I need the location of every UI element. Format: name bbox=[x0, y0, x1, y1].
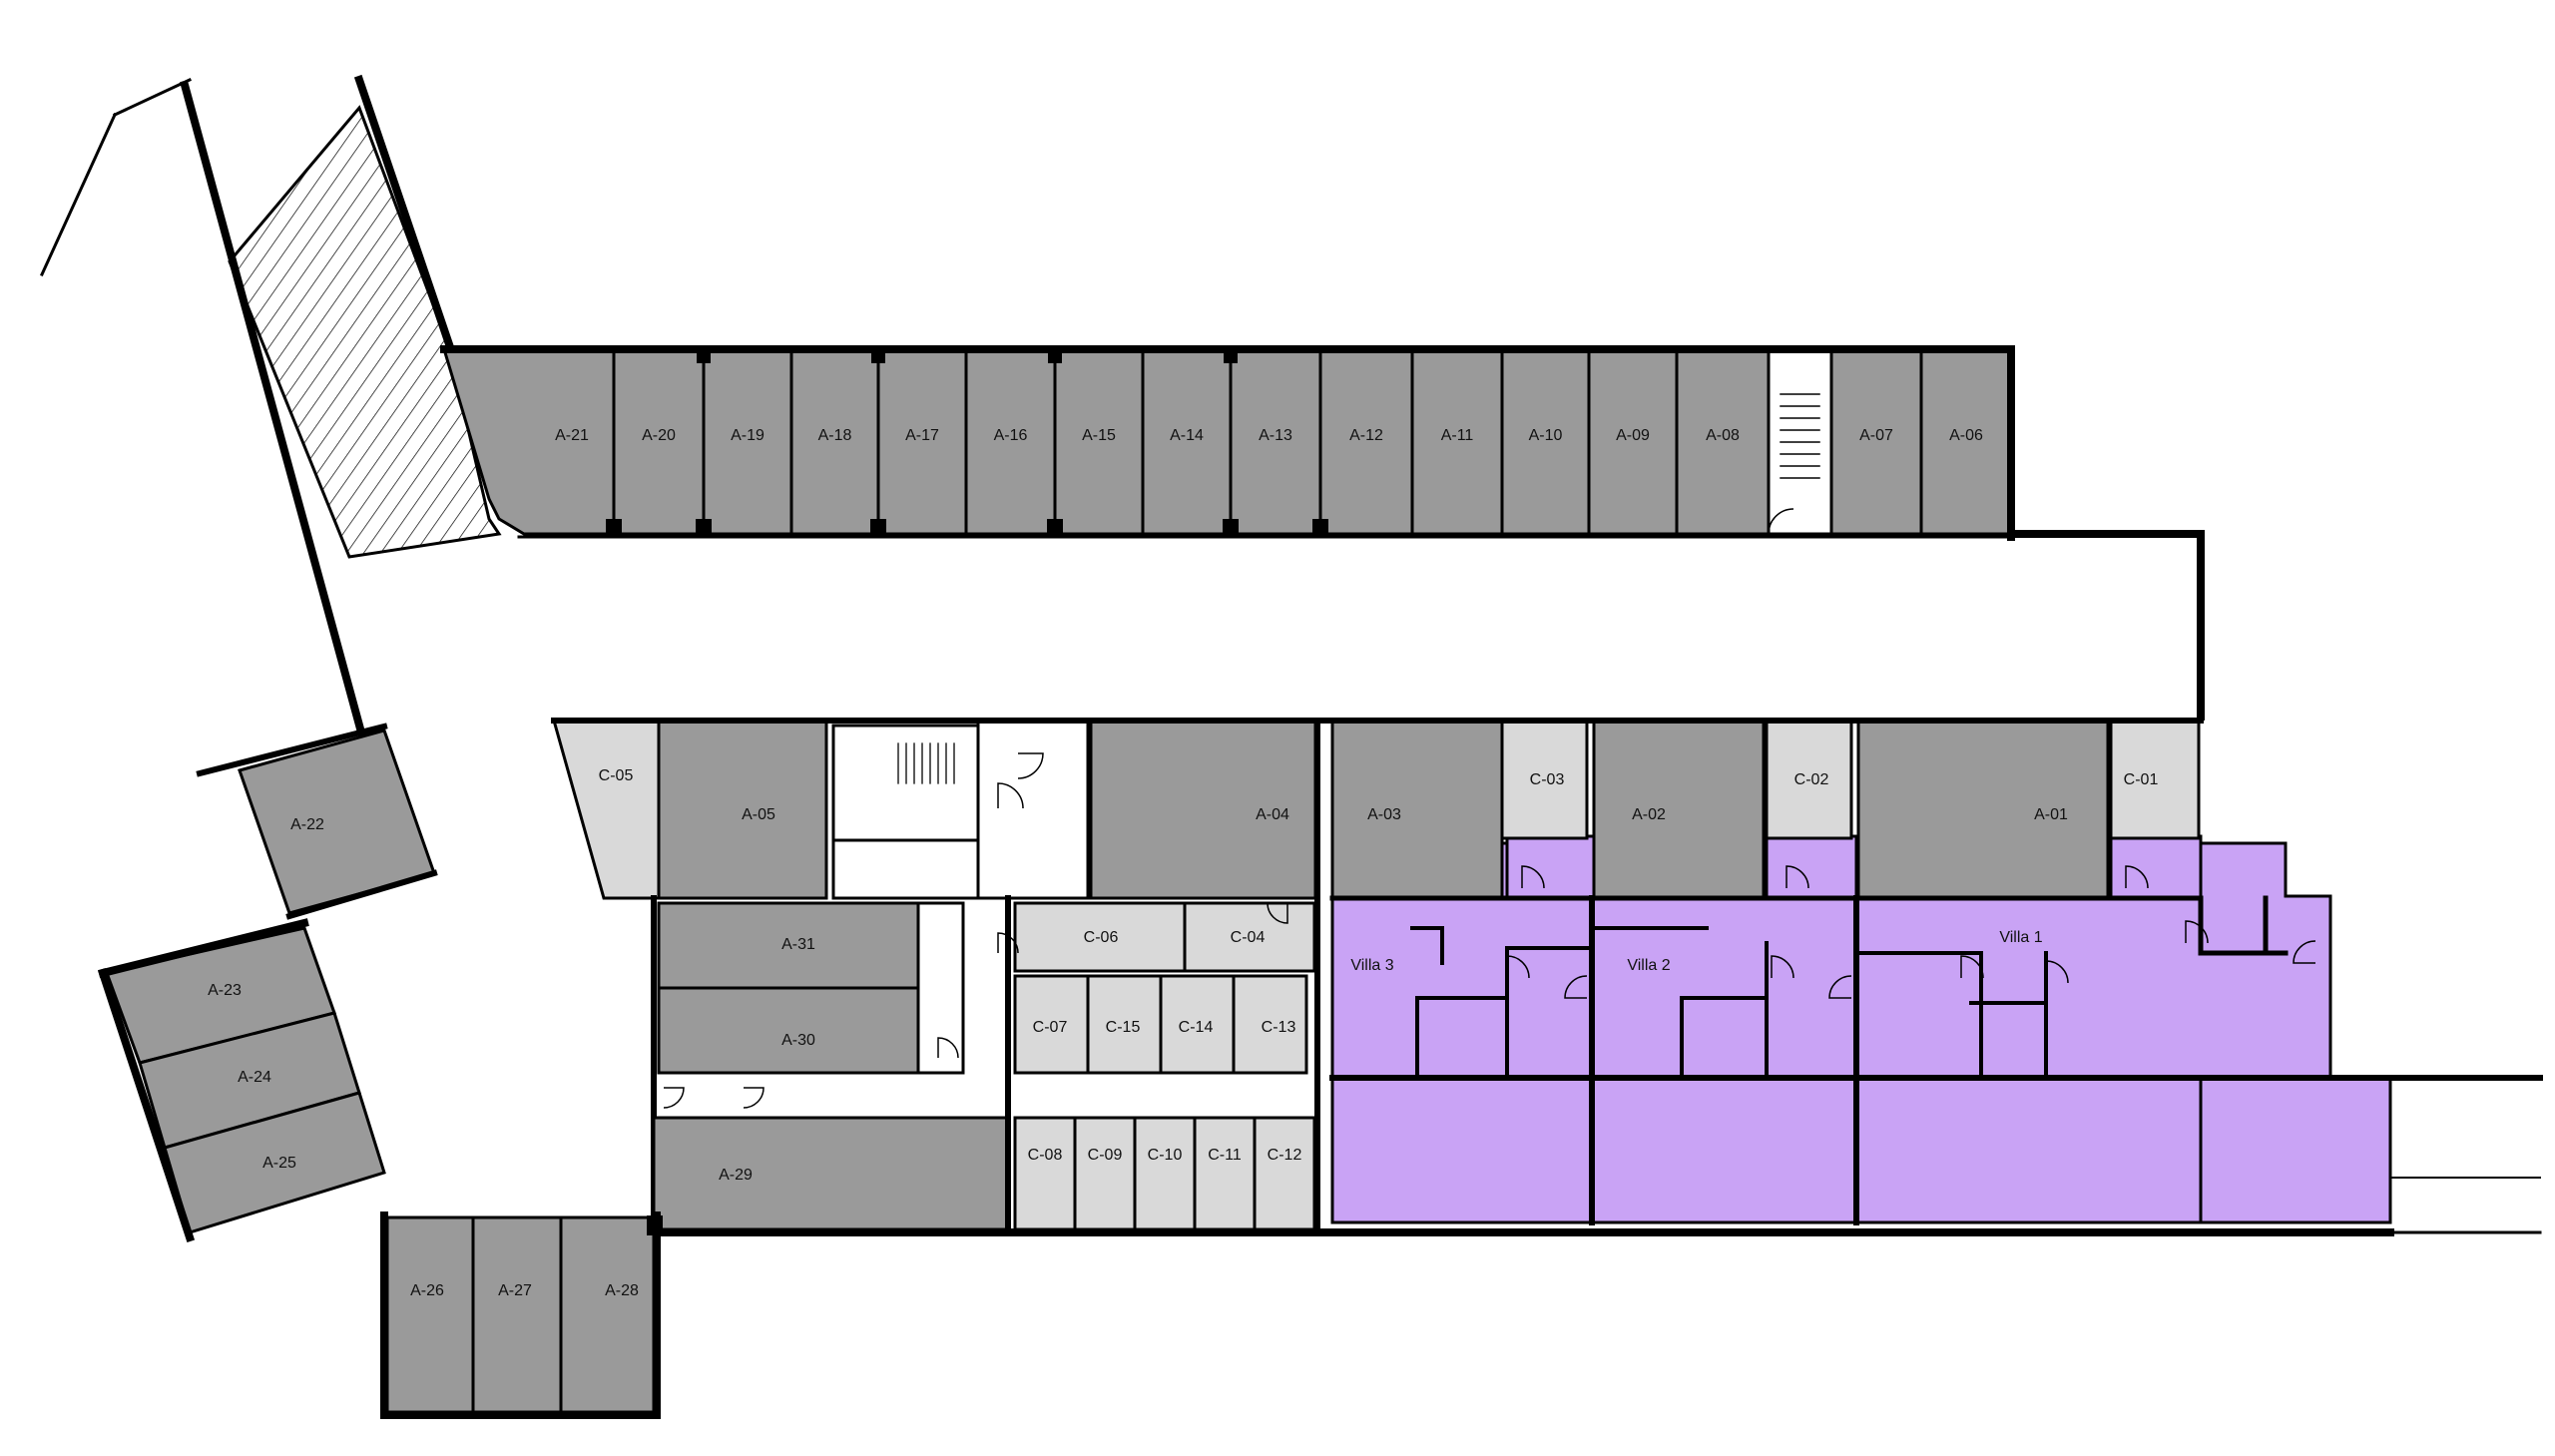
corridor bbox=[916, 901, 965, 1075]
door-swing bbox=[1506, 955, 1530, 979]
villa-area bbox=[2109, 834, 2203, 900]
door-swing bbox=[2045, 960, 2069, 984]
door-swing bbox=[1017, 752, 1044, 779]
storage-unit-c09[interactable] bbox=[1073, 1116, 1137, 1231]
door-swing bbox=[2125, 865, 2149, 889]
outer-wall bbox=[98, 918, 309, 978]
column bbox=[1048, 349, 1062, 363]
outer-wall bbox=[196, 723, 388, 777]
storage-unit-a27[interactable] bbox=[471, 1215, 563, 1414]
door-swing bbox=[1564, 975, 1588, 999]
villa-area bbox=[1505, 834, 1599, 900]
storage-unit-c01[interactable] bbox=[2109, 719, 2201, 840]
door-swing bbox=[743, 1087, 765, 1109]
storage-unit-c13[interactable] bbox=[1232, 974, 1308, 1075]
storage-unit-a28[interactable] bbox=[559, 1215, 656, 1414]
column bbox=[606, 519, 622, 537]
storage-unit-c08[interactable] bbox=[1013, 1116, 1077, 1231]
storage-unit-a13[interactable] bbox=[1229, 347, 1322, 536]
storage-unit-c03[interactable] bbox=[1500, 719, 1589, 840]
ramp-edge bbox=[40, 113, 117, 276]
door-swing bbox=[663, 1087, 685, 1109]
column bbox=[870, 519, 886, 537]
storage-unit-c15[interactable] bbox=[1086, 974, 1163, 1075]
corridor-lobby bbox=[831, 838, 980, 900]
storage-unit-c06[interactable] bbox=[1013, 901, 1187, 973]
door-swing bbox=[1521, 865, 1545, 889]
column bbox=[1223, 519, 1239, 537]
door-swing bbox=[1768, 508, 1794, 535]
storage-unit-a31[interactable] bbox=[657, 901, 920, 990]
storage-unit-a09[interactable] bbox=[1587, 347, 1679, 536]
storage-unit-a30[interactable] bbox=[657, 986, 920, 1075]
storage-unit-a02[interactable] bbox=[1592, 719, 1766, 900]
ramp-hatch bbox=[228, 105, 502, 559]
door-swing bbox=[1771, 955, 1794, 979]
door-swing bbox=[2293, 940, 2316, 964]
door-swing bbox=[997, 782, 1024, 809]
storage-unit-c02[interactable] bbox=[1765, 719, 1853, 840]
storage-unit-a26[interactable] bbox=[385, 1215, 475, 1414]
door-swing bbox=[937, 1037, 959, 1059]
storage-unit-a10[interactable] bbox=[1500, 347, 1591, 536]
storage-unit-a15[interactable] bbox=[1053, 347, 1145, 536]
column bbox=[647, 1215, 663, 1235]
storage-unit-a17[interactable] bbox=[876, 347, 968, 536]
storage-unit-a20[interactable] bbox=[612, 347, 706, 536]
wall bbox=[285, 869, 438, 920]
column bbox=[697, 349, 711, 363]
storage-unit-a07[interactable] bbox=[1829, 347, 1923, 536]
door-swing bbox=[1267, 902, 1288, 924]
storage-unit-a14[interactable] bbox=[1141, 347, 1233, 536]
door-swing bbox=[2185, 920, 2209, 944]
storage-unit-c12[interactable] bbox=[1253, 1116, 1316, 1231]
column bbox=[1047, 519, 1063, 537]
storage-unit-a16[interactable] bbox=[964, 347, 1057, 536]
vestibule bbox=[976, 719, 1090, 900]
door-swing bbox=[1786, 865, 1809, 889]
column bbox=[1312, 519, 1328, 537]
outer-wall bbox=[180, 80, 399, 858]
ramp-edge bbox=[113, 78, 192, 117]
storage-unit-c04[interactable] bbox=[1183, 901, 1316, 973]
column bbox=[696, 519, 712, 537]
storage-unit-a03[interactable] bbox=[1330, 719, 1504, 900]
storage-unit-a06[interactable] bbox=[1919, 347, 2013, 536]
storage-unit-a19[interactable] bbox=[702, 347, 793, 536]
storage-unit-c07[interactable] bbox=[1013, 974, 1090, 1075]
door-swing bbox=[1828, 975, 1852, 999]
storage-unit-a12[interactable] bbox=[1318, 347, 1414, 536]
storage-unit-a29[interactable] bbox=[652, 1116, 1010, 1231]
storage-unit-c11[interactable] bbox=[1193, 1116, 1257, 1231]
storage-unit-a05[interactable] bbox=[657, 719, 828, 900]
column bbox=[1224, 349, 1238, 363]
door-swing bbox=[1960, 955, 1984, 979]
storage-unit-a11[interactable] bbox=[1410, 347, 1504, 536]
outer-wall bbox=[97, 967, 196, 1243]
villa-area bbox=[1765, 834, 1858, 900]
door-swing bbox=[997, 932, 1019, 954]
outer-wall bbox=[353, 74, 455, 350]
storage-unit-c14[interactable] bbox=[1159, 974, 1236, 1075]
storage-unit-a01[interactable] bbox=[1856, 719, 2110, 900]
storage-unit-a04[interactable] bbox=[1089, 719, 1317, 900]
storage-unit-a08[interactable] bbox=[1675, 347, 1771, 536]
storage-unit-a18[interactable] bbox=[789, 347, 880, 536]
column bbox=[871, 349, 885, 363]
storage-unit-c05[interactable] bbox=[552, 719, 661, 900]
storage-unit-c10[interactable] bbox=[1133, 1116, 1197, 1231]
